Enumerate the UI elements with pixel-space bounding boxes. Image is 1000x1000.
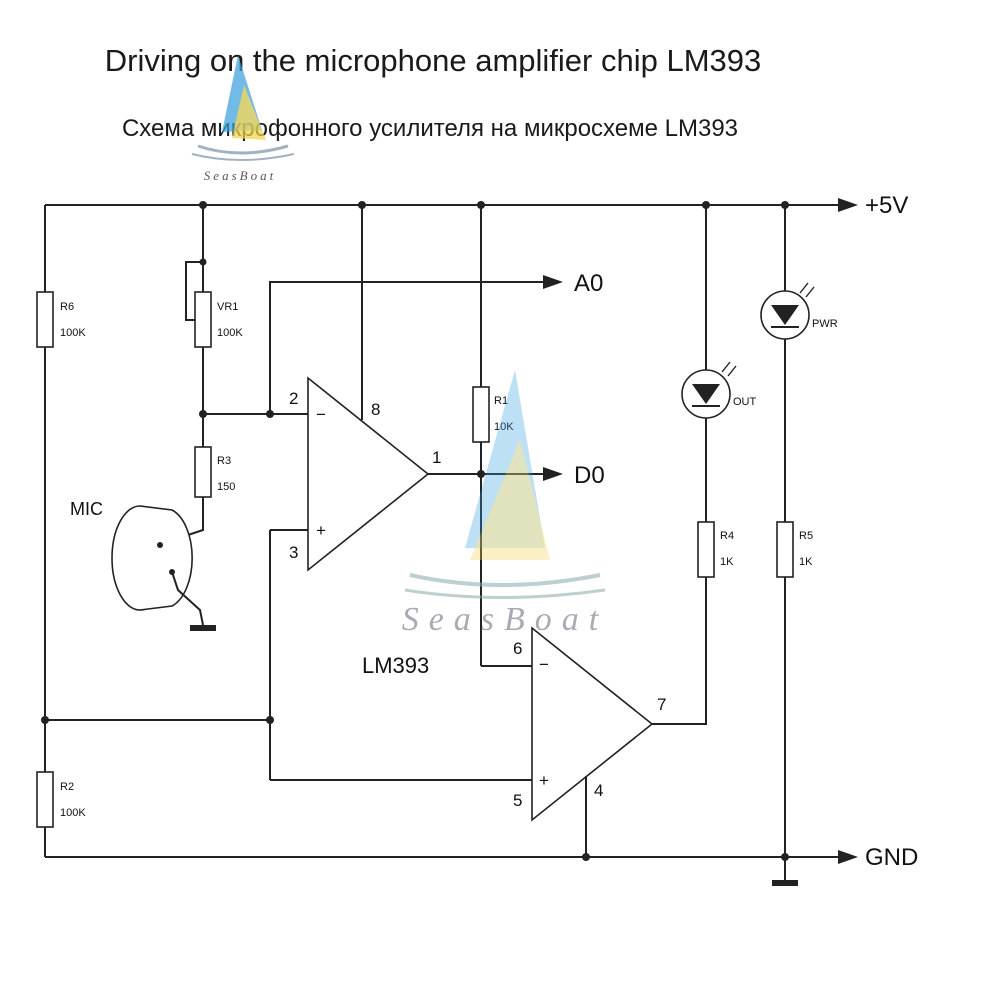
seasboat-logo-center: SeasBoat [402, 370, 609, 638]
opamp1-plus-sign: + [316, 521, 326, 540]
pin-7-label: 7 [657, 695, 666, 714]
ground-symbol-mic [190, 625, 216, 631]
microphone [111, 505, 193, 611]
pin-5-label: 5 [513, 791, 522, 810]
r4-name: R4 [720, 530, 734, 542]
ground-symbol-right [772, 880, 798, 886]
r2-value: 100K [60, 807, 86, 819]
comparator-2 [531, 626, 654, 822]
r3-name: R3 [217, 455, 231, 467]
opamp2-minus-sign: − [539, 655, 549, 674]
watermark-text-center: SeasBoat [402, 601, 609, 638]
comparator-1 [307, 376, 430, 572]
r5-value: 1K [799, 556, 813, 568]
pin-2-label: 2 [289, 389, 298, 408]
seasboat-logo-top: SeasBoat [191, 55, 295, 183]
junction-dots [41, 201, 789, 861]
vcc-label: +5V [865, 192, 908, 219]
chip-label: LM393 [362, 653, 429, 678]
pin-8-label: 8 [371, 400, 380, 419]
resistor-r4 [697, 521, 715, 578]
led-out-label: OUT [733, 396, 757, 408]
pin-3-label: 3 [289, 543, 298, 562]
vcc-arrow [838, 198, 858, 212]
resistor-r1 [472, 386, 490, 443]
resistor-r5 [776, 521, 794, 578]
watermark-text-top: SeasBoat [204, 168, 276, 183]
gnd-arrow [838, 850, 858, 864]
resistor-r6 [36, 291, 54, 348]
resistor-r2 [36, 771, 54, 828]
r1-value: 10K [494, 421, 514, 433]
mic-label: MIC [70, 499, 103, 519]
r2-name: R2 [60, 781, 74, 793]
opamp1-minus-sign: − [316, 405, 326, 424]
a0-label: A0 [574, 270, 603, 297]
a0-arrow [543, 275, 563, 289]
d0-arrow [543, 467, 563, 481]
opamp2-plus-sign: + [539, 771, 549, 790]
r5-name: R5 [799, 530, 813, 542]
r3-value: 150 [217, 481, 235, 493]
potentiometer-vr1 [194, 291, 212, 348]
gnd-label: GND [865, 844, 918, 871]
vr1-name: VR1 [217, 301, 238, 313]
r4-value: 1K [720, 556, 734, 568]
led-pwr-label: PWR [812, 318, 838, 330]
pin-4-label: 4 [594, 781, 603, 800]
diagram-subtitle: Схема микрофонного усилителя на микросхе… [122, 115, 738, 142]
d0-label: D0 [574, 462, 605, 489]
led-pwr [760, 282, 815, 340]
r6-value: 100K [60, 327, 86, 339]
pin-1-label: 1 [432, 448, 441, 467]
r1-name: R1 [494, 395, 508, 407]
pin-6-label: 6 [513, 639, 522, 658]
resistor-r3 [194, 446, 212, 498]
led-out [681, 361, 737, 419]
vr1-value: 100K [217, 327, 243, 339]
r6-name: R6 [60, 301, 74, 313]
diagram-title: Driving on the microphone amplifier chip… [105, 43, 762, 78]
